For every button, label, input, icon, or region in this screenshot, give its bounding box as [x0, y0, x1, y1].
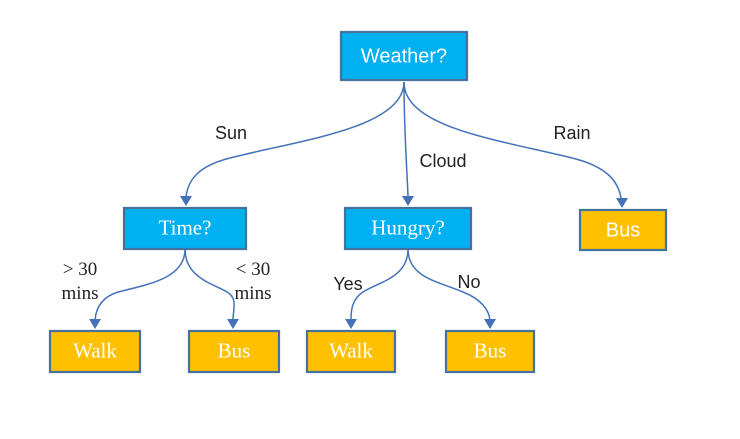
node-box[interactable] [578, 208, 668, 252]
node-box[interactable] [48, 329, 142, 374]
tree-node-bus-rain[interactable]: Bus [578, 208, 668, 252]
node-box[interactable] [187, 329, 281, 374]
arrowhead-icon [345, 319, 357, 329]
node-label-walk-yes: Walk [329, 338, 373, 362]
edge-label-hungry-yes: Yes [333, 274, 362, 294]
node-box[interactable] [305, 329, 397, 374]
node-label-bus-no: Bus [474, 338, 507, 362]
tree-node-walk-long[interactable]: Walk [48, 329, 142, 374]
edge-label-hungry-no: No [457, 272, 480, 292]
arrowhead-icon [616, 198, 628, 208]
tree-node-bus-no[interactable]: Bus [444, 329, 536, 374]
tree-node-time[interactable]: Time? [122, 206, 248, 251]
arrowhead-icon [227, 319, 239, 329]
tree-node-bus-short[interactable]: Bus [187, 329, 281, 374]
node-box[interactable] [444, 329, 536, 374]
node-label-weather: Weather? [361, 45, 447, 67]
node-label-hungry: Hungry? [371, 215, 444, 239]
edge-label-weather-rain: Rain [553, 123, 590, 143]
tree-edge-hungry-yes [345, 248, 409, 329]
tree-edge-weather-cloud [402, 81, 414, 206]
edges-layer [89, 81, 628, 329]
arrowhead-icon [89, 319, 101, 329]
node-box[interactable] [122, 206, 248, 251]
tree-node-walk-yes[interactable]: Walk [305, 329, 397, 374]
tree-edge-time-short [184, 248, 239, 329]
node-box[interactable] [339, 30, 469, 82]
edge-label-weather-sun: Sun [215, 123, 247, 143]
arrowhead-icon [402, 196, 414, 206]
tree-edge-weather-rain [403, 81, 628, 208]
edge-curve [185, 81, 405, 198]
edge-curve [403, 81, 622, 199]
node-label-bus-short: Bus [218, 338, 251, 362]
node-label-time: Time? [159, 215, 212, 239]
node-box[interactable] [343, 206, 473, 251]
tree-node-weather[interactable]: Weather? [339, 30, 469, 82]
node-label-bus-rain: Bus [606, 219, 640, 241]
tree-edge-time-long [89, 248, 186, 329]
tree-edge-hungry-no [407, 248, 496, 329]
edge-curve [94, 248, 186, 321]
arrowhead-icon [484, 319, 496, 329]
tree-edge-weather-sun [180, 81, 405, 206]
node-label-walk-long: Walk [73, 338, 117, 362]
arrowhead-icon [180, 196, 192, 206]
edge-label-weather-cloud: Cloud [419, 151, 466, 171]
tree-node-hungry[interactable]: Hungry? [343, 206, 473, 251]
edge-curve [403, 81, 409, 197]
edge-curve [407, 248, 491, 321]
edge-curve [184, 248, 235, 321]
edge-curve [350, 248, 409, 321]
